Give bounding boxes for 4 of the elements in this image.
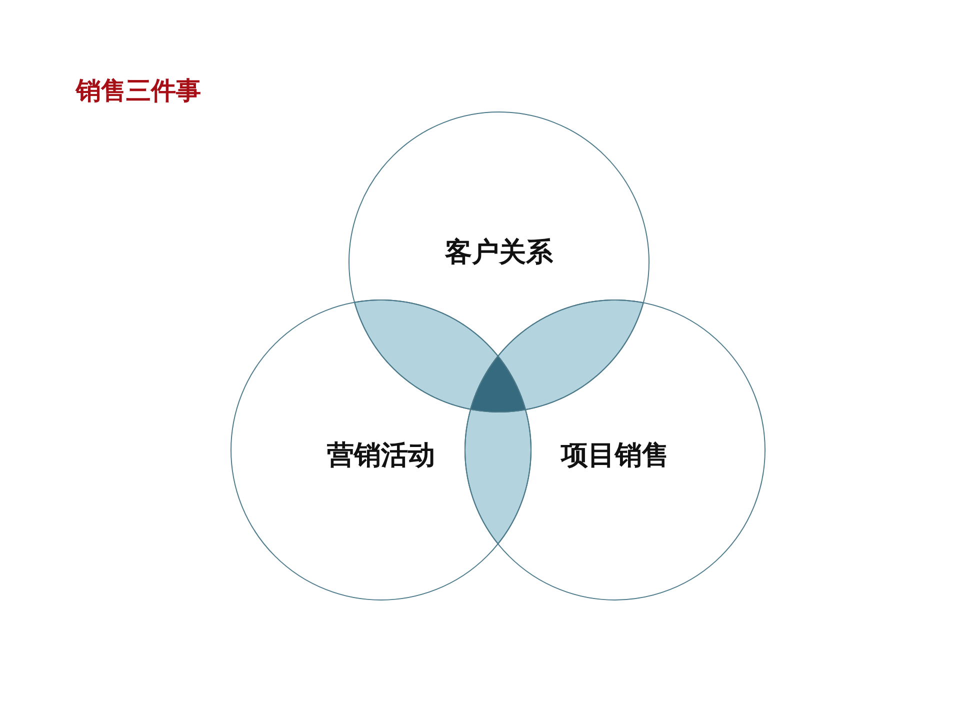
circle-label: 客户关系 [445,236,553,270]
title: 销售三件事 [76,75,201,107]
circle-label: 项目销售 [561,439,669,473]
circle-label: 营销活动 [327,439,435,473]
